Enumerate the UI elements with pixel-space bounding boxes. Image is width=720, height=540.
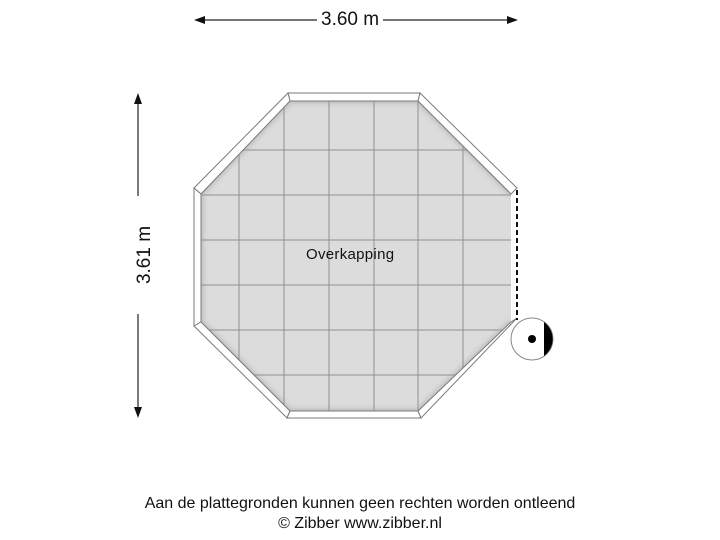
disclaimer-text: Aan de plattegronden kunnen geen rechten…	[144, 495, 576, 512]
width-dimension-label: 3.60 m	[317, 9, 384, 31]
entry-marker-icon	[510, 317, 554, 361]
walls	[193, 92, 518, 419]
room-floor	[201, 101, 511, 411]
room-label: Overkapping	[306, 246, 395, 263]
copyright-text: © Zibber www.zibber.nl	[278, 515, 442, 532]
height-dimension-label: 3.61 m	[134, 196, 156, 314]
